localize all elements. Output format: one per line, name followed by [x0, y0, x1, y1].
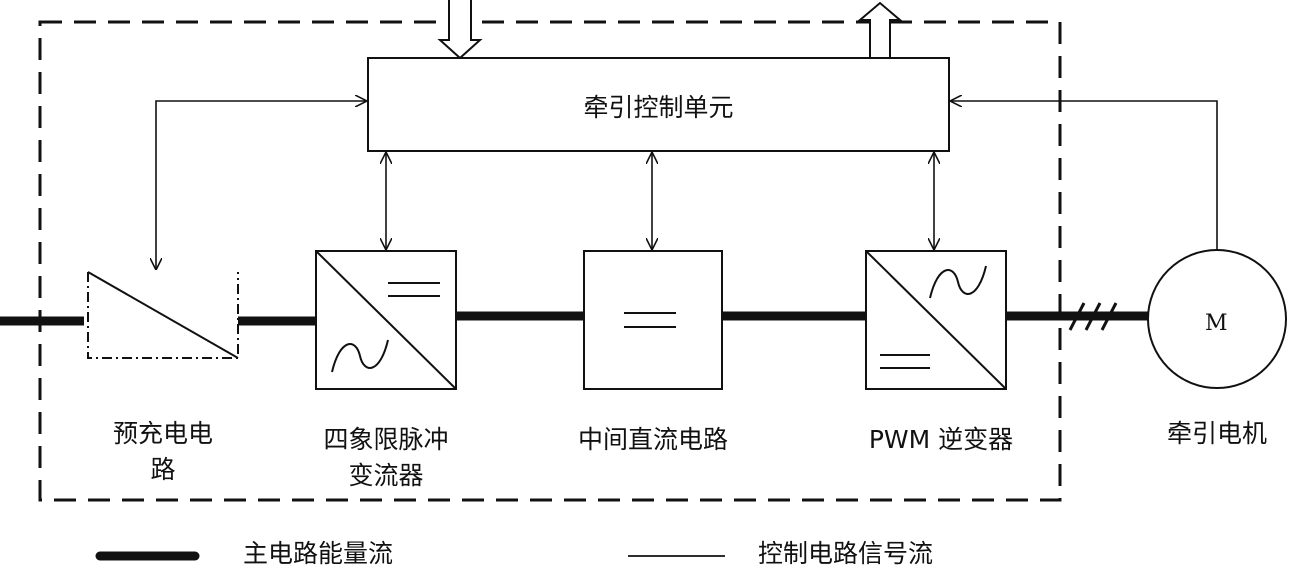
inverter-block — [865, 250, 1007, 390]
motor-symbol: M — [1205, 311, 1228, 336]
input-signal-arrow — [437, 0, 483, 60]
legend-main-circuit-label: 主电路能量流 — [243, 539, 394, 568]
precharge-control-arrow — [156, 101, 366, 269]
output-signal-arrow — [857, 1, 903, 58]
control-unit-label: 牵引控制单元 — [583, 93, 734, 122]
rectifier-block — [315, 250, 457, 390]
rectifier-label-line1: 四象限脉冲 — [323, 425, 449, 454]
motor-feedback-arrow — [951, 101, 1218, 250]
system-boundary — [38, 20, 1062, 502]
legend-control-signal-label: 控制电路信号流 — [758, 539, 934, 568]
dc-link-label: 中间直流电路 — [577, 425, 728, 454]
control-signal-lines — [156, 101, 1218, 269]
motor-label: 牵引电机 — [1166, 419, 1267, 448]
inverter-label: PWM 逆变器 — [868, 425, 1014, 454]
control-unit-box — [367, 57, 950, 152]
precharge-circuit-block — [87, 271, 239, 359]
dc-link-block — [583, 250, 723, 390]
rectifier-label-line2: 变流器 — [348, 461, 424, 490]
three-phase-marks — [1068, 302, 1118, 331]
precharge-label-line1: 预充电电 — [112, 419, 213, 448]
precharge-label-line2: 路 — [150, 455, 176, 484]
